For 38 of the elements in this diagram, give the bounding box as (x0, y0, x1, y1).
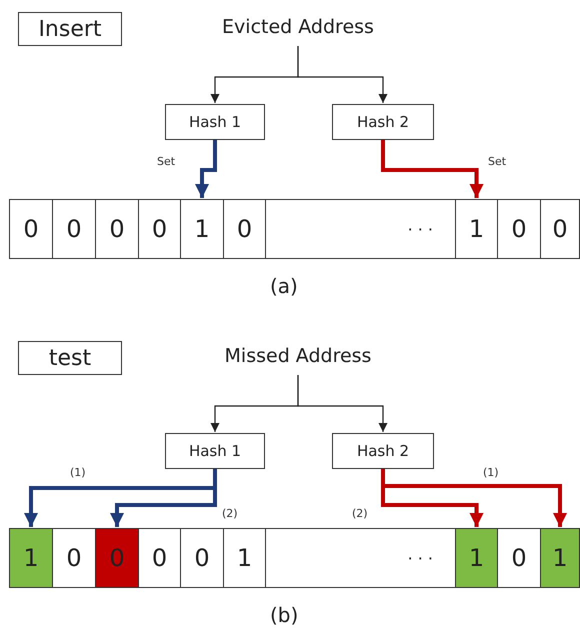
arrow (297, 46, 388, 103)
address-text: Missed Address (208, 341, 388, 371)
bit-cell: 0 (138, 528, 181, 588)
bit-cell: 1 (540, 528, 580, 588)
bit-cell: 0 (223, 199, 266, 259)
bit-cell: 0 (138, 199, 181, 259)
bit-cell: 0 (52, 199, 96, 259)
bit-cell: 0 (180, 528, 224, 588)
bit-cell: 0 (9, 199, 53, 259)
hash-box: Hash 2 (332, 433, 434, 469)
edge-label: Set (488, 155, 506, 168)
edge-label: Set (157, 155, 176, 168)
mode-tag: test (18, 341, 122, 375)
arrow (381, 469, 567, 527)
hash-box: Hash 2 (332, 104, 434, 140)
bit-cell: 0 (95, 528, 139, 588)
mode-tag: Insert (18, 12, 122, 46)
edge-label: (1) (70, 466, 86, 479)
arrow (297, 375, 388, 432)
bit-cell: 0 (497, 199, 541, 259)
panel-caption: (b) (270, 603, 298, 627)
bit-cell: 1 (9, 528, 53, 588)
bit-cell: 1 (223, 528, 266, 588)
bit-cell: 0 (540, 199, 580, 259)
edge-label: (2) (222, 507, 238, 520)
bit-cell: 0 (95, 199, 139, 259)
bit-cell: 1 (455, 528, 498, 588)
arrow (195, 140, 217, 198)
hash-box: Hash 1 (165, 104, 265, 140)
panel-caption: (a) (270, 274, 298, 298)
edge-label: (1) (483, 466, 499, 479)
address-text: Evicted Address (208, 12, 388, 42)
bit-cell: 1 (455, 199, 498, 259)
hash-box: Hash 1 (165, 433, 265, 469)
bit-cell: 1 (180, 199, 224, 259)
arrow (381, 140, 484, 198)
ellipsis-cell: · · · (265, 199, 456, 259)
edge-label: (2) (352, 507, 368, 520)
